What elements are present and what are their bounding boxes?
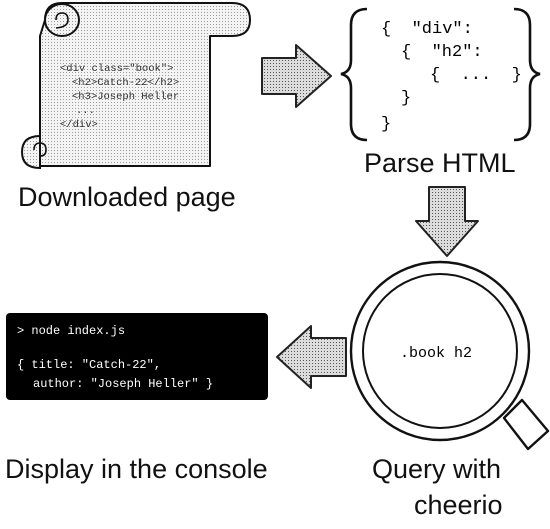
console-output-line: author: "Joseph Heller" } [33, 377, 213, 391]
scroll-code-line: </div> [60, 119, 98, 131]
scroll-code-line: <h2>Catch-22</h2> [72, 77, 179, 89]
scroll-document: <div class="book"> <h2>Catch-22</h2> <h3… [20, 2, 251, 170]
caption-parse-html: Parse HTML [364, 148, 516, 178]
parsed-code-line: } [401, 89, 411, 108]
parsed-structure: { "div": { "h2": { ... } } } [340, 7, 541, 142]
scroll-code-line: <div class="book"> [60, 63, 173, 75]
parsed-code-line: { "h2": [401, 43, 483, 62]
left-brace [340, 7, 368, 142]
scroll-bottom-curl [33, 142, 47, 157]
scroll-code-line: <h3>Joseph Heller [72, 91, 179, 103]
arrow-left [276, 325, 347, 389]
parsed-code-line: { "div": [381, 20, 473, 39]
scroll-top-curl [55, 12, 69, 29]
arrow-right [261, 44, 332, 108]
scroll-top-roll [44, 3, 80, 37]
scroll-bottom-roll [20, 134, 41, 170]
console-background [6, 313, 268, 400]
magnifier: .book h2 [349, 260, 550, 451]
caption-cheerio: cheerio [414, 490, 503, 520]
arrow-down [415, 186, 479, 257]
console-output-line: { title: "Catch-22", [17, 358, 161, 372]
caption-display-console: Display in the console [5, 454, 268, 484]
parsed-code-line: { ... } [430, 66, 522, 85]
parsed-code-line: } [381, 115, 391, 134]
console-command: > node index.js [17, 324, 125, 338]
magnifier-handle [502, 398, 550, 451]
scroll-paper [39, 2, 251, 167]
query-selector: .book h2 [400, 345, 472, 362]
caption-query-with: Query with [372, 454, 501, 484]
right-brace [513, 7, 541, 142]
magnifier-lens [362, 273, 518, 429]
scroll-code-line: ... [76, 105, 95, 117]
caption-downloaded-page: Downloaded page [18, 182, 236, 212]
console-window: > node index.js { title: "Catch-22", aut… [6, 313, 268, 400]
